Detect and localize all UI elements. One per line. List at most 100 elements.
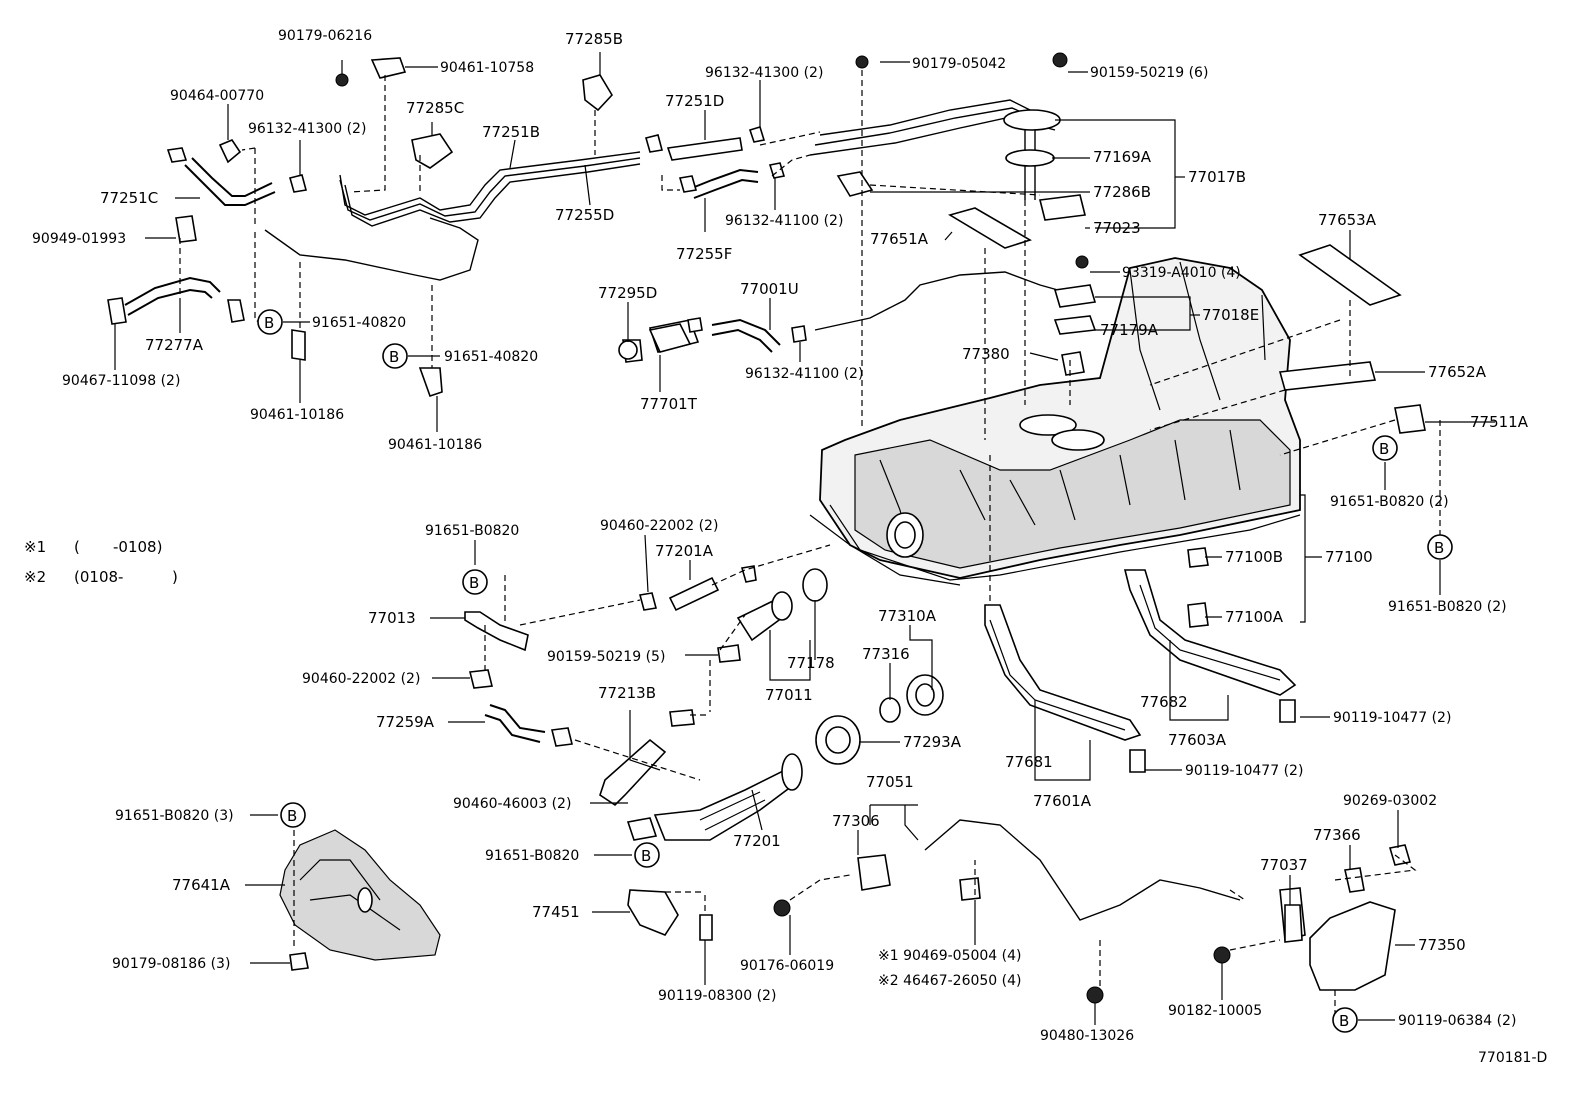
label-77178: 77178 xyxy=(787,654,835,672)
label-91651-B0820c: 91651-B0820 (2) xyxy=(1388,599,1507,615)
hose-77001U xyxy=(711,318,781,353)
label-77023: 77023 xyxy=(1093,219,1141,237)
label-77013: 77013 xyxy=(368,609,416,627)
label-77651A: 77651A xyxy=(870,230,929,248)
bracket-77451 xyxy=(627,889,679,936)
label-77201A: 77201A xyxy=(655,542,714,560)
circle-b-marker: B xyxy=(1332,1007,1358,1033)
svg-text:B: B xyxy=(1434,539,1444,557)
label-90179-06216: 90179-06216 xyxy=(278,28,372,44)
label-77641A: 77641A xyxy=(172,876,231,894)
label-77682: 77682 xyxy=(1140,693,1188,711)
label-77306: 77306 xyxy=(832,812,880,830)
svg-text:B: B xyxy=(1379,440,1389,458)
svg-text:B: B xyxy=(1339,1012,1349,1030)
label-77201: 77201 xyxy=(733,832,781,850)
protector-77641A xyxy=(279,829,441,961)
label-77255D: 77255D xyxy=(555,206,614,224)
label-91651-B0820b: 91651-B0820 xyxy=(425,523,519,539)
hose-77255F xyxy=(691,168,759,199)
label-77169A: 77169A xyxy=(1093,148,1152,166)
label-90119-06384: 90119-06384 (2) xyxy=(1398,1013,1516,1029)
label-77380: 77380 xyxy=(962,345,1010,363)
hose-77201A xyxy=(668,576,720,612)
label-77285C: 77285C xyxy=(406,99,464,117)
assembly-lines xyxy=(179,70,1441,1020)
label-77601A: 77601A xyxy=(1033,792,1092,810)
label-96132-41100: 96132-41100 (2) xyxy=(725,213,843,229)
label-77179A: 77179A xyxy=(1100,321,1159,339)
filler-neck-77201 xyxy=(653,753,803,841)
pad-77653A xyxy=(1298,244,1402,306)
applicability-notes: ※1 ( -0108) ※2 (0108- ) xyxy=(24,538,178,586)
svg-text:B: B xyxy=(287,807,297,825)
vent-valve-77701T xyxy=(618,323,692,360)
leader-lines xyxy=(114,52,1495,1025)
label-90461-10758: 90461-10758 xyxy=(440,60,534,76)
label-93319-A4010: 93319-A4010 (4) xyxy=(1122,265,1241,281)
label-77316: 77316 xyxy=(862,645,910,663)
label-90119-10477: 90119-10477 (2) xyxy=(1333,710,1451,726)
note-1-mark: ※1 xyxy=(24,538,46,556)
fuel-door-77350 xyxy=(1309,901,1396,991)
opener-cable-77051 xyxy=(857,819,1241,921)
label-77293A: 77293A xyxy=(903,733,962,751)
label-90460-46003: 90460-46003 (2) xyxy=(453,796,571,812)
label-77277A: 77277A xyxy=(145,336,204,354)
note-1-open: ( xyxy=(74,538,80,556)
svg-text:B: B xyxy=(641,847,651,865)
label-90469-05004: ※1 90469-05004 (4) xyxy=(878,948,1022,964)
label-96132-41300: 96132-41300 (2) xyxy=(705,65,823,81)
label-90460-22002: 90460-22002 (2) xyxy=(600,518,718,534)
note-1-range: -0108) xyxy=(113,538,162,556)
hose-77213B xyxy=(599,738,667,807)
pad-77652A xyxy=(1278,361,1377,391)
label-90460-22002b: 90460-22002 (2) xyxy=(302,671,420,687)
tank-band-77682 xyxy=(1123,569,1297,696)
label-77251C: 77251C xyxy=(100,189,158,207)
svg-text:B: B xyxy=(389,348,399,366)
label-90179-05042: 90179-05042 xyxy=(912,56,1006,72)
label-77001U: 77001U xyxy=(740,280,799,298)
label-91651-40820: 91651-40820 xyxy=(312,315,406,331)
label-90119-10477b: 90119-10477 (2) xyxy=(1185,763,1303,779)
label-46467-26050: ※2 46467-26050 (4) xyxy=(878,973,1022,989)
hose-77251D xyxy=(666,137,743,161)
diagram-code: 770181-D xyxy=(1478,1050,1547,1066)
label-90461-10186b: 90461-10186 xyxy=(388,437,482,453)
tank-band-77681 xyxy=(984,604,1142,741)
label-77017B: 77017B xyxy=(1188,168,1246,186)
label-90159-50219-6: 90159-50219 (6) xyxy=(1090,65,1208,81)
circle-b-marker: B xyxy=(280,802,306,828)
label-77011: 77011 xyxy=(765,686,813,704)
label-77255F: 77255F xyxy=(676,245,732,263)
label-77213B: 77213B xyxy=(598,684,656,702)
label-77310A: 77310A xyxy=(878,607,937,625)
label-77653A: 77653A xyxy=(1318,211,1377,229)
label-77100A: 77100A xyxy=(1225,608,1284,626)
filler-cap-77310A xyxy=(879,674,944,723)
circle-markers: B B B B B B B B xyxy=(257,309,1453,1033)
label-77681: 77681 xyxy=(1005,753,1053,771)
label-77286B: 77286B xyxy=(1093,183,1151,201)
label-77451: 77451 xyxy=(532,903,580,921)
hose-77259A xyxy=(484,704,546,743)
label-77295D: 77295D xyxy=(598,284,657,302)
label-91651-B0820: 91651-B0820 (2) xyxy=(1330,494,1449,510)
label-90182-10005: 90182-10005 xyxy=(1168,1003,1262,1019)
label-96132-41300b: 96132-41300 (2) xyxy=(248,121,366,137)
svg-text:B: B xyxy=(469,574,479,592)
label-90179-08186: 90179-08186 (3) xyxy=(112,956,230,972)
label-91651-40820b: 91651-40820 xyxy=(444,349,538,365)
fuel-sender-77017B xyxy=(1003,109,1061,200)
label-77259A: 77259A xyxy=(376,713,435,731)
label-77701T: 77701T xyxy=(640,395,698,413)
label-77037: 77037 xyxy=(1260,856,1308,874)
label-77100: 77100 xyxy=(1325,548,1373,566)
fuel-tube-77255D xyxy=(264,217,479,281)
label-77100B: 77100B xyxy=(1225,548,1283,566)
label-91651-B0820d: 91651-B0820 (3) xyxy=(115,808,234,824)
label-77511A: 77511A xyxy=(1470,413,1529,431)
circle-b-marker: B xyxy=(634,842,660,868)
